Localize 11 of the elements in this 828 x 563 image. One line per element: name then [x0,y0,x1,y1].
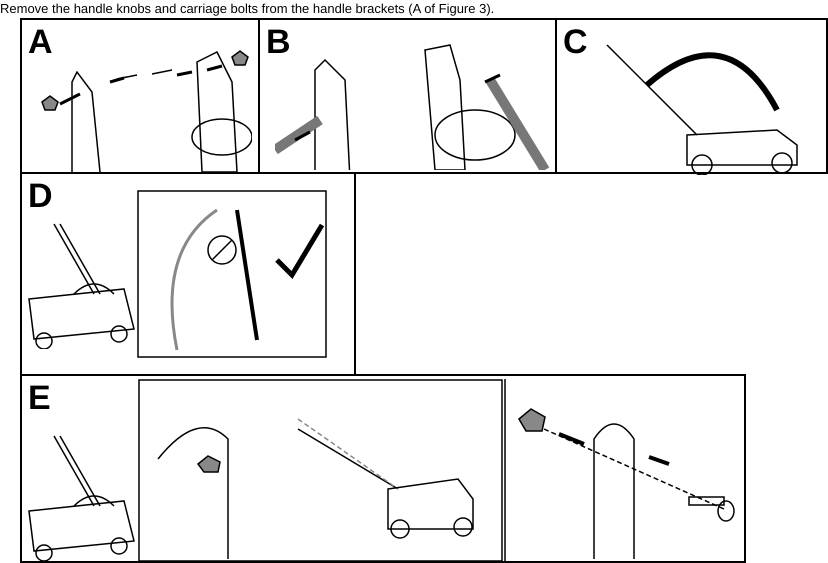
panel-letter: E [28,378,51,418]
figure-panel [20,18,260,174]
panel-letter: D [28,176,53,216]
panel-letter: B [266,22,291,62]
instruction-text: Remove the handle knobs and carriage bolts from the handle brackets (A of Figure 3). [0,1,494,16]
panel-letter: C [563,22,588,62]
figure-panel [555,18,828,174]
figure-panel [258,18,557,174]
figure-panel [20,172,356,376]
panel-letter: A [28,22,53,62]
figure-panel [20,374,746,563]
